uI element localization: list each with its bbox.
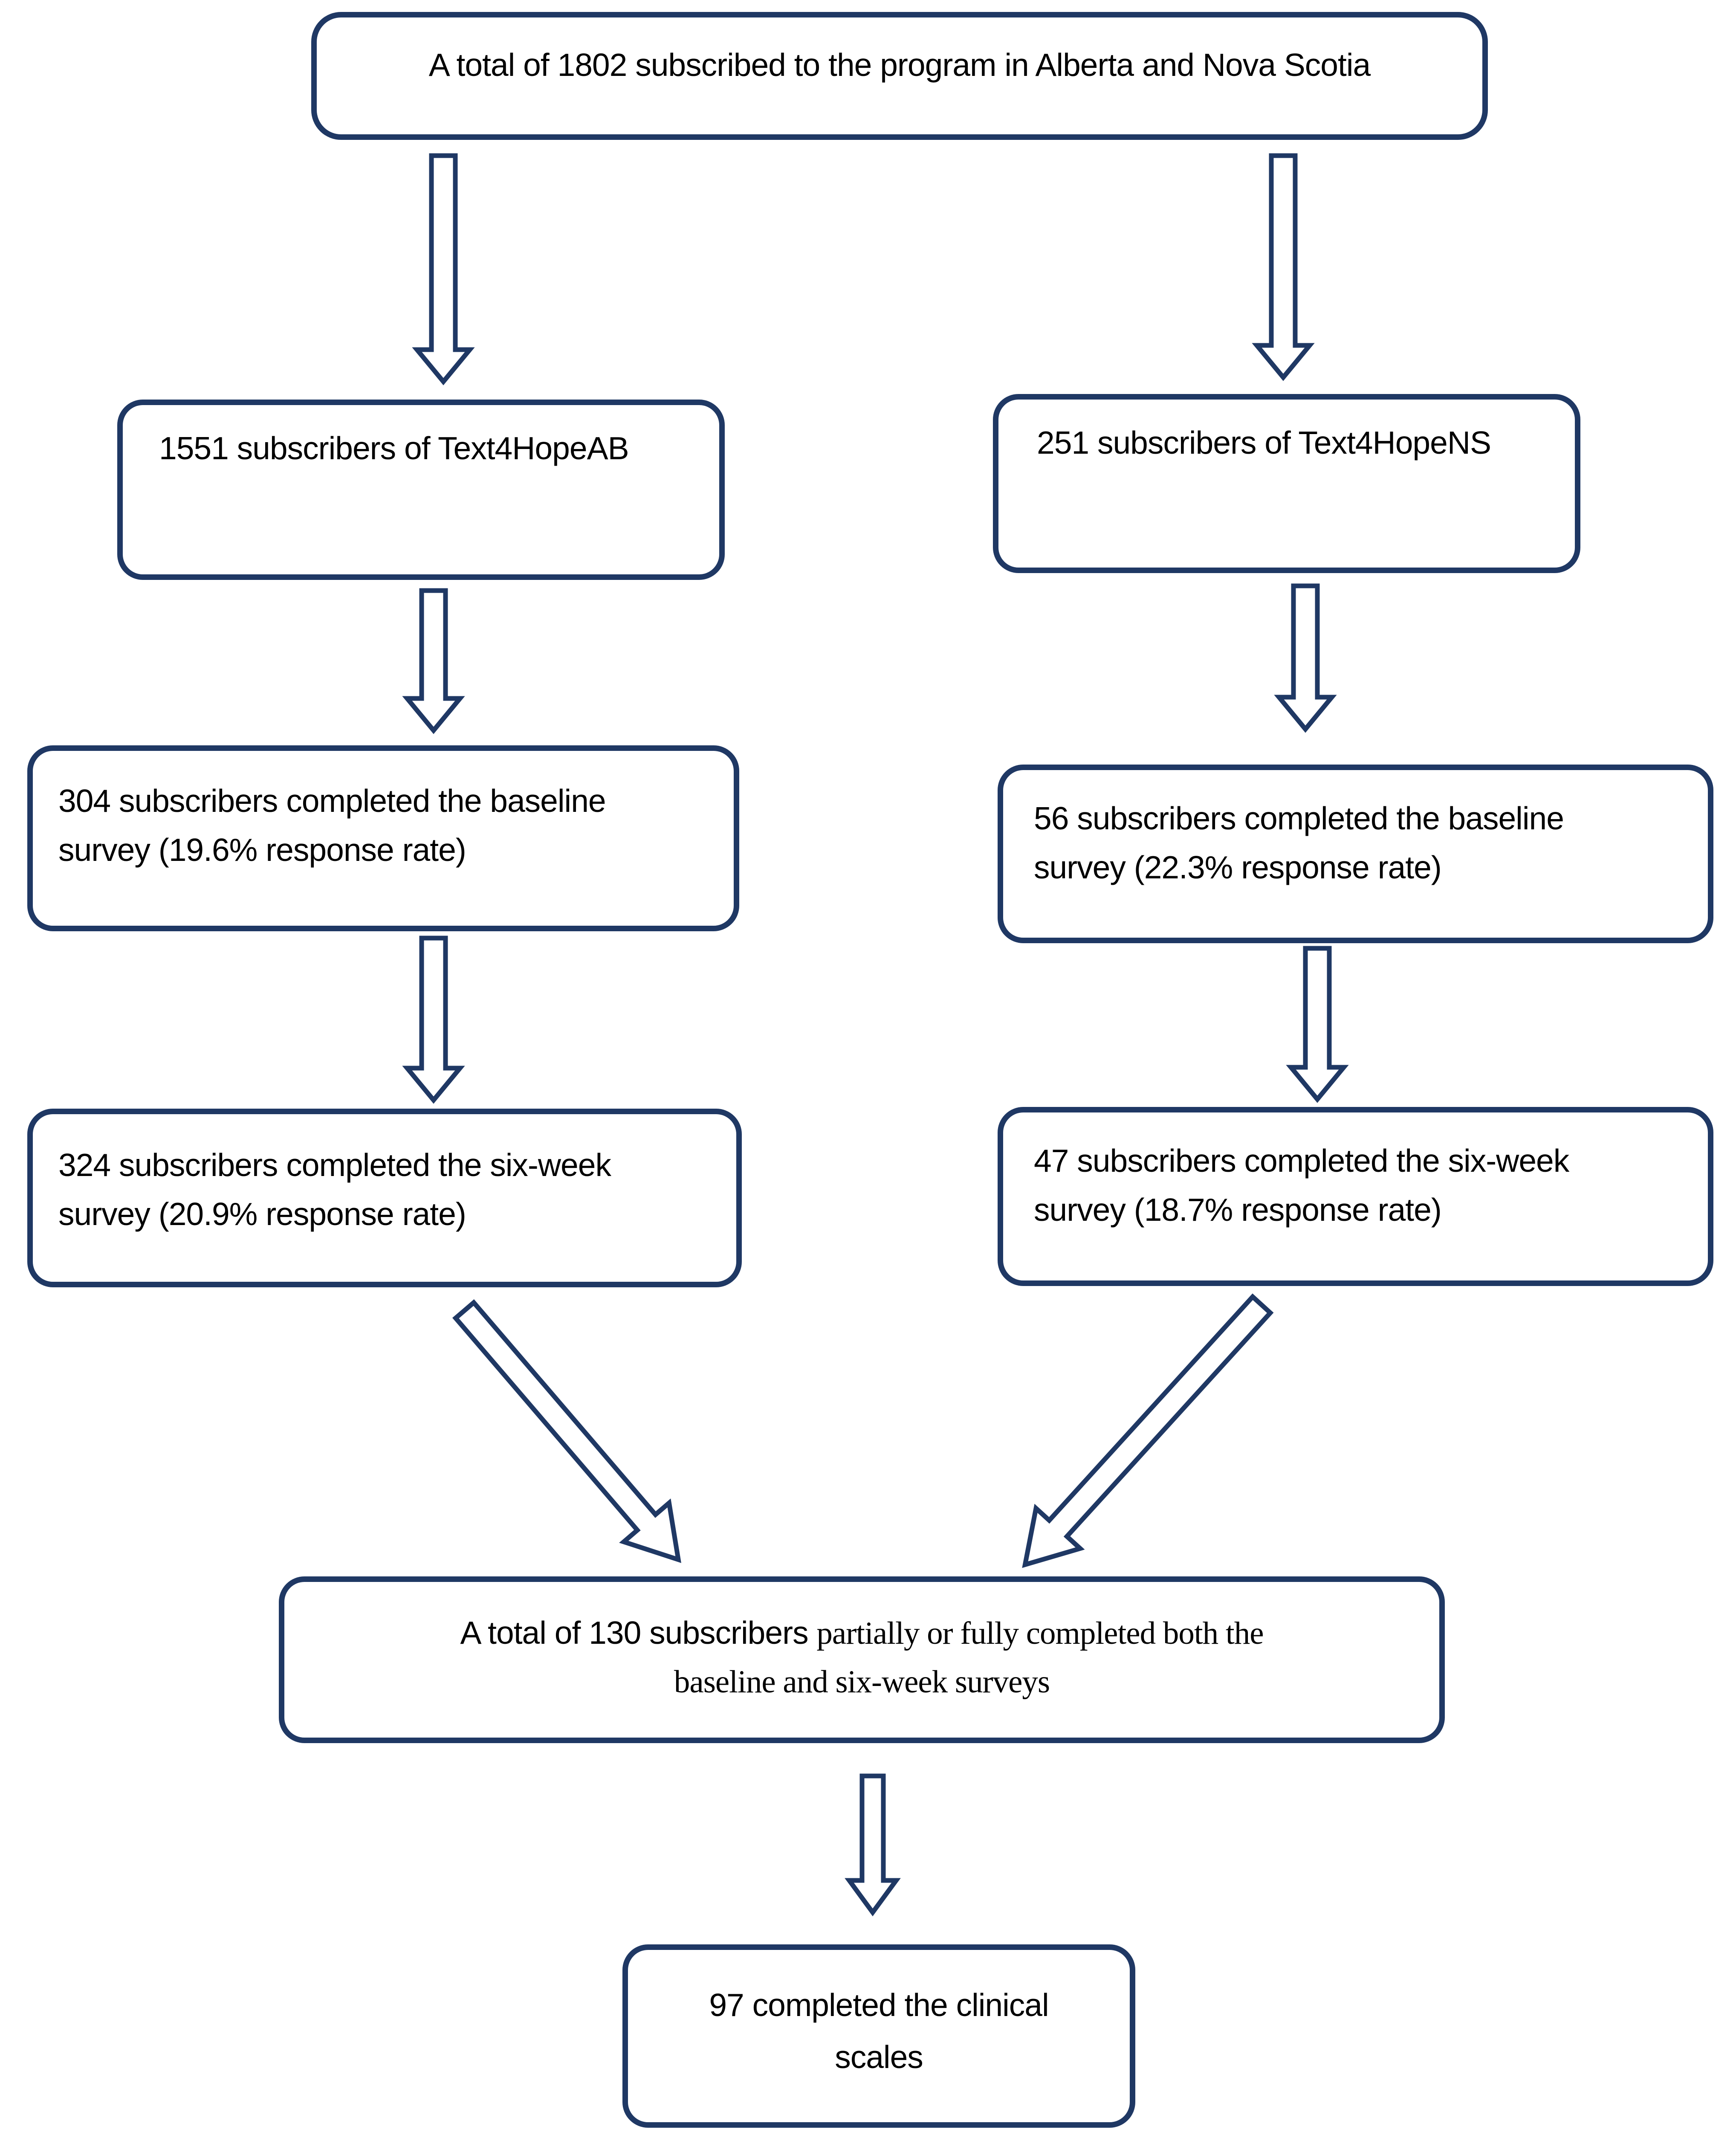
ab-baseline-line1: 304 subscribers completed the baseline	[58, 783, 606, 819]
ab-subscribers-box: 1551 subscribers of Text4HopeAB	[117, 400, 725, 580]
total-subscribed-text: A total of 1802 subscribed to the progra…	[428, 47, 1371, 83]
ns-sixweek-box: 47 subscribers completed the six-week su…	[998, 1107, 1713, 1286]
merged-completed-both-box: A total of 130 subscribers partially or …	[279, 1576, 1445, 1743]
arrow-ab-to-baseline-icon	[402, 588, 465, 734]
clinical-line2: scales	[835, 2039, 923, 2075]
ab-baseline-line2: survey (19.6% response rate)	[58, 832, 466, 868]
ns-baseline-box: 56 subscribers completed the baseline su…	[998, 765, 1713, 943]
ns-sixweek-line1: 47 subscribers completed the six-week	[1034, 1143, 1569, 1179]
arrow-ab-sixweek-to-merged-icon	[452, 1299, 681, 1563]
arrow-merged-to-clinical-icon	[845, 1773, 901, 1917]
clinical-line1: 97 completed the clinical	[709, 1987, 1049, 2023]
arrow-ns-sixweek-to-merged-icon	[1022, 1293, 1274, 1568]
ab-sixweek-line2: survey (20.9% response rate)	[58, 1196, 466, 1232]
arrow-ns-baseline-to-sixweek-icon	[1286, 946, 1349, 1103]
merged-line1-serif: partially or fully completed both the	[816, 1616, 1264, 1651]
merged-line2: baseline and six-week surveys	[674, 1664, 1050, 1700]
ab-subscribers-text: 1551 subscribers of Text4HopeAB	[159, 430, 629, 466]
arrow-ns-to-baseline-icon	[1274, 583, 1337, 733]
arrow-total-to-ab-icon	[412, 153, 475, 385]
merged-line1-sans: A total of 130 subscribers	[460, 1615, 817, 1651]
ab-sixweek-box: 324 subscribers completed the six-week s…	[27, 1109, 742, 1287]
arrow-ab-baseline-to-sixweek-icon	[402, 936, 465, 1104]
ns-subscribers-box: 251 subscribers of Text4HopeNS	[993, 394, 1580, 573]
ab-sixweek-line1: 324 subscribers completed the six-week	[58, 1147, 611, 1183]
ns-sixweek-line2: survey (18.7% response rate)	[1034, 1192, 1442, 1228]
merged-line1: A total of 130 subscribers partially or …	[297, 1608, 1426, 1658]
ab-baseline-box: 304 subscribers completed the baseline s…	[27, 745, 739, 931]
total-subscribed-box: A total of 1802 subscribed to the progra…	[311, 12, 1488, 140]
ns-baseline-line2: survey (22.3% response rate)	[1034, 849, 1442, 885]
arrow-total-to-ns-icon	[1252, 153, 1315, 381]
ns-subscribers-text: 251 subscribers of Text4HopeNS	[1037, 425, 1491, 461]
clinical-scales-box: 97 completed the clinical scales	[622, 1944, 1135, 2128]
ns-baseline-line1: 56 subscribers completed the baseline	[1034, 800, 1564, 836]
